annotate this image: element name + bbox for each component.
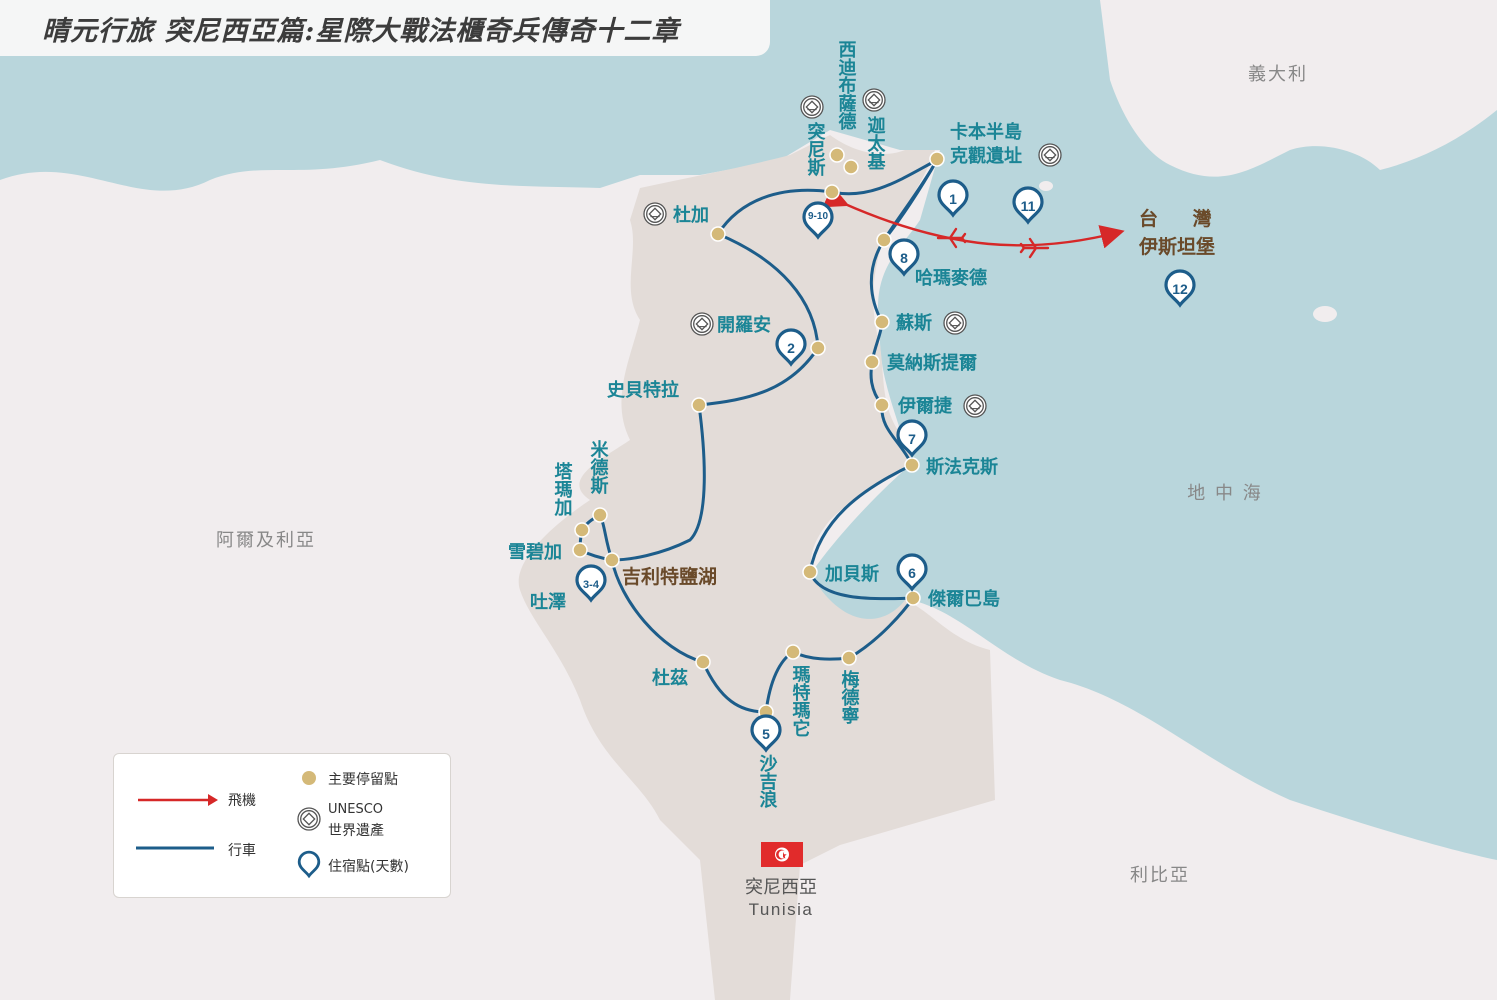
unesco-icon bbox=[297, 807, 321, 831]
unesco-icon bbox=[862, 88, 886, 112]
unesco-icon bbox=[800, 95, 824, 119]
label-taiwan: 台 灣 bbox=[1139, 207, 1226, 230]
svg-text:1: 1 bbox=[949, 191, 957, 207]
unesco-icon bbox=[643, 202, 667, 226]
svg-text:8: 8 bbox=[900, 250, 908, 266]
page-title: 晴元行旅 突尼西亞篇:星際大戰法櫃奇兵傳奇十二章 bbox=[42, 15, 680, 47]
label-gabes: 加貝斯 bbox=[824, 563, 879, 585]
label-chebika: 雪碧加 bbox=[508, 541, 562, 563]
legend-stop-label: 主要停留點 bbox=[328, 772, 398, 788]
svg-text:5: 5 bbox=[762, 726, 770, 742]
label-tozeur: 吐澤 bbox=[530, 592, 566, 613]
svg-text:11: 11 bbox=[1021, 198, 1036, 214]
svg-text:12: 12 bbox=[1172, 281, 1188, 297]
tunisia-flag bbox=[761, 842, 803, 867]
sicily-land bbox=[1313, 306, 1337, 322]
svg-text:2: 2 bbox=[787, 340, 795, 356]
stay-pin-11: 11 bbox=[1012, 186, 1044, 224]
stop-dot-icon bbox=[302, 771, 316, 785]
stop-dots bbox=[572, 147, 945, 720]
label-mediterranean: 地 中 海 bbox=[1187, 483, 1262, 504]
title-bar: 晴元行旅 突尼西亞篇:星際大戰法櫃奇兵傳奇十二章 bbox=[0, 0, 770, 56]
stay-pin-12: 12 bbox=[1164, 269, 1196, 307]
svg-text:6: 6 bbox=[908, 565, 916, 581]
label-cap-bon-line1: 卡本半島 bbox=[950, 121, 1022, 143]
stay-pin-6: 6 bbox=[896, 553, 928, 591]
label-sfax: 斯法克斯 bbox=[926, 456, 998, 478]
arrow-icon bbox=[208, 794, 218, 806]
stay-pin-5: 5 bbox=[750, 714, 782, 752]
map-legend: 飛機 行車 主要停留點 UNESCO 世界遺產 住宿點(天數) bbox=[113, 753, 451, 898]
label-matmata: 瑪特瑪它 bbox=[790, 665, 811, 737]
unesco-icon bbox=[1038, 143, 1062, 167]
stay-pin-8: 8 bbox=[888, 238, 920, 276]
flight-route bbox=[822, 185, 1125, 249]
label-tunisia-zh: 突尼西亞 bbox=[745, 877, 817, 898]
label-douz: 杜茲 bbox=[652, 667, 688, 689]
stay-pin-9-10: 9-10 bbox=[802, 201, 834, 239]
label-mides: 米德斯 bbox=[588, 439, 609, 495]
label-algeria: 阿爾及利亞 bbox=[216, 530, 316, 551]
label-monastir: 莫納斯提爾 bbox=[886, 352, 977, 374]
label-el-jem: 伊爾捷 bbox=[897, 395, 953, 417]
legend-unesco-label-2: 世界遺產 bbox=[328, 823, 384, 839]
label-hammamet: 哈瑪麥德 bbox=[915, 267, 987, 289]
stay-pin-1: 1 bbox=[937, 179, 969, 217]
unesco-icon bbox=[690, 312, 714, 336]
svg-text:3-4: 3-4 bbox=[583, 579, 600, 591]
legend-stay-label: 住宿點(天數) bbox=[328, 859, 409, 875]
label-dougga: 杜加 bbox=[673, 204, 709, 226]
label-medenine: 梅德寧 bbox=[839, 669, 860, 725]
label-sousse: 蘇斯 bbox=[895, 312, 932, 334]
pantelleria-land bbox=[1039, 181, 1053, 191]
unesco-icon bbox=[963, 394, 987, 418]
location-pin-icon bbox=[297, 850, 321, 879]
stay-pin-2: 2 bbox=[775, 328, 807, 366]
label-cap-bon-line2: 克觀遺址 bbox=[950, 145, 1022, 167]
label-tunisia-en: Tunisia bbox=[749, 900, 814, 919]
italy-land bbox=[1100, 0, 1497, 177]
label-tamerza: 塔瑪加 bbox=[552, 461, 574, 517]
label-sidi-bou-said: 西迪布薩德 bbox=[836, 40, 857, 131]
label-chott-el-jerid: 吉利特鹽湖 bbox=[622, 565, 717, 588]
stay-pin-3-4: 3-4 bbox=[575, 564, 607, 602]
label-istanbul: 伊斯坦堡 bbox=[1138, 235, 1215, 258]
label-libya: 利比亞 bbox=[1130, 865, 1190, 886]
legend-unesco-label: UNESCO bbox=[328, 802, 384, 817]
label-sbeitla: 史貝特拉 bbox=[607, 379, 679, 401]
legend-flight-label: 飛機 bbox=[228, 793, 256, 809]
svg-text:7: 7 bbox=[908, 431, 916, 447]
label-italy: 義大利 bbox=[1248, 64, 1308, 85]
label-ksar-ghilane: 沙吉浪 bbox=[757, 754, 778, 809]
label-carthage: 迦太基 bbox=[865, 116, 887, 170]
unesco-icon bbox=[943, 311, 967, 335]
label-djerba: 傑爾巴島 bbox=[927, 588, 1000, 610]
label-tunis: 突尼斯 bbox=[805, 121, 826, 177]
label-kairouan: 開羅安 bbox=[717, 314, 771, 336]
stay-pin-7: 7 bbox=[896, 419, 928, 457]
legend-drive-label: 行車 bbox=[228, 843, 256, 859]
svg-text:9-10: 9-10 bbox=[808, 211, 828, 222]
